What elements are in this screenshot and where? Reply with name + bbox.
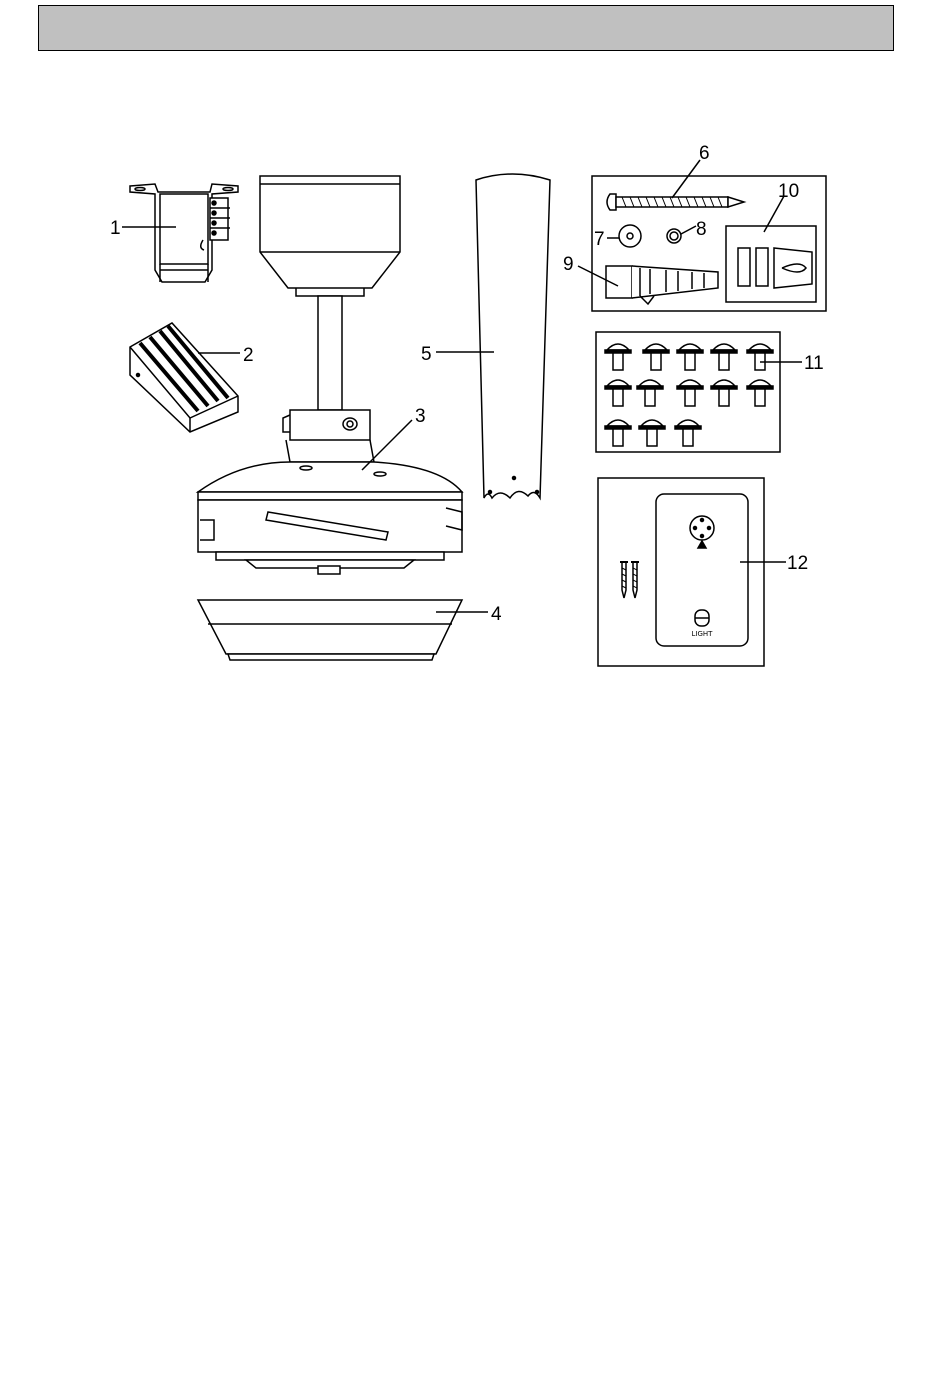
light-bowl	[198, 600, 462, 660]
part-label-11: 11	[804, 353, 824, 374]
mounting-bracket	[130, 184, 238, 282]
part-label-8: 8	[696, 219, 707, 240]
washer	[619, 225, 641, 247]
part-label-5: 5	[421, 344, 432, 365]
part-label-3: 3	[415, 406, 426, 427]
lock-washer	[667, 229, 681, 243]
fan-blade	[476, 174, 550, 498]
part-label-1: 1	[110, 218, 121, 239]
part-label-4: 4	[491, 604, 502, 625]
light-switch-label: LIGHT	[692, 630, 714, 638]
canopy-block	[130, 323, 238, 432]
part-label-2: 2	[243, 345, 254, 366]
wall-control-plate: LIGHT	[656, 494, 748, 646]
part-label-6: 6	[699, 143, 710, 164]
part-label-9: 9	[563, 254, 574, 275]
wood-screw	[607, 194, 744, 210]
part-label-7: 7	[594, 229, 605, 250]
part-label-12: 12	[787, 553, 808, 574]
rubber-pads	[726, 226, 816, 302]
motor-assembly	[198, 176, 462, 574]
part-label-10: 10	[778, 181, 799, 202]
